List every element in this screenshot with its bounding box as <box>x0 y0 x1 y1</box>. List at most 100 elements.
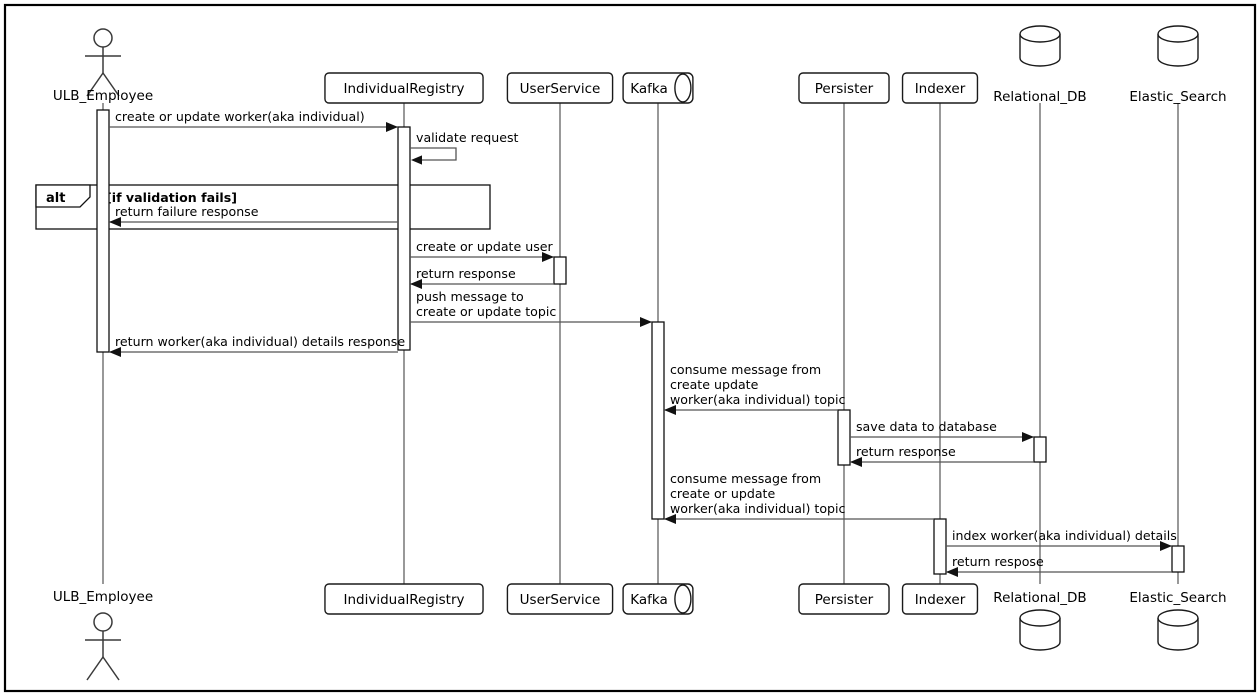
participant-userservice-head[interactable]: UserService <box>506 72 614 104</box>
message-label: worker(aka individual) topic <box>670 392 846 407</box>
alt-fragment: alt [if validation fails] <box>35 184 491 230</box>
alt-fragment-label: alt <box>46 191 65 206</box>
message-label: validate request <box>416 130 519 145</box>
actor-stick-figure-icon <box>85 612 121 681</box>
participant-reldb-head[interactable]: Relational_DB <box>993 25 1087 105</box>
activations-layer <box>96 109 1185 575</box>
participant-box[interactable] <box>506 72 614 104</box>
participant-ulb-head[interactable]: ULB_Employee <box>53 28 153 104</box>
diagram-frame-border <box>3 3 1257 693</box>
participant-box[interactable] <box>324 583 484 615</box>
participant-label: UserService <box>520 81 601 97</box>
alt-fragment-condition: [if validation fails] <box>106 190 237 205</box>
arrowhead-icon <box>109 347 121 357</box>
participant-kafka-foot[interactable]: Kafka <box>622 583 694 615</box>
message-2-registry-to-ulb: return failure response <box>109 204 398 227</box>
messages-layer: create or update worker(aka individual) v… <box>109 109 1177 577</box>
message-label: return response <box>856 444 956 459</box>
participant-label: IndividualRegistry <box>343 592 464 608</box>
participant-box[interactable] <box>324 72 484 104</box>
participant-indexer-head[interactable]: Indexer <box>901 72 979 104</box>
participant-box[interactable] <box>901 72 979 104</box>
message-label: return respose <box>952 554 1044 569</box>
participant-ulb-foot[interactable]: ULB_Employee <box>53 589 153 681</box>
participant-label: Elastic_Search <box>1129 89 1226 105</box>
alt-fragment-layer: alt [if validation fails] <box>35 184 491 230</box>
message-label: return response <box>416 266 516 281</box>
participant-registry-foot[interactable]: IndividualRegistry <box>324 583 484 615</box>
participant-label: ULB_Employee <box>53 589 153 605</box>
arrowhead-icon <box>542 252 554 262</box>
message-label: return worker(aka individual) details re… <box>115 334 405 349</box>
arrowhead-icon <box>664 514 676 524</box>
activation-bar-reldb <box>1033 436 1047 463</box>
message-label: save data to database <box>856 419 997 434</box>
participant-label: ULB_Employee <box>53 88 153 104</box>
arrowhead-icon <box>1022 432 1034 442</box>
participant-box[interactable] <box>901 583 979 615</box>
arrowhead-icon <box>850 457 862 467</box>
participant-reldb-foot[interactable]: Relational_DB <box>993 590 1087 651</box>
activation-bar-userservice <box>553 256 567 285</box>
message-6-registry-to-ulb: return worker(aka individual) details re… <box>109 334 405 357</box>
arrowhead-icon <box>1160 541 1172 551</box>
participant-registry-head[interactable]: IndividualRegistry <box>324 72 484 104</box>
participant-elastic-head[interactable]: Elastic_Search <box>1129 25 1227 105</box>
message-label: index worker(aka individual) details <box>952 528 1177 543</box>
participant-persister-head[interactable]: Persister <box>798 72 890 104</box>
database-cylinder-icon <box>1019 609 1061 651</box>
database-cylinder-icon <box>1157 25 1199 67</box>
participant-kafka-head[interactable]: Kafka <box>622 72 694 104</box>
message-label: worker(aka individual) topic <box>670 501 846 516</box>
actor-stick-figure-icon <box>85 28 121 97</box>
participant-label: IndividualRegistry <box>343 81 464 97</box>
participants-layer: ULB_EmployeeULB_EmployeeIndividualRegist… <box>53 25 1227 681</box>
arrowhead-icon <box>664 405 676 415</box>
activation-bar-indexer <box>933 518 947 575</box>
participant-label: Relational_DB <box>993 89 1086 105</box>
participant-box[interactable] <box>506 583 614 615</box>
message-9-reldb-to-persister: return response <box>850 444 1034 467</box>
participant-elastic-foot[interactable]: Elastic_Search <box>1129 590 1227 651</box>
activation-bar-kafka <box>651 321 665 520</box>
message-12-elastic-to-indexer: return respose <box>946 554 1172 577</box>
message-label: consume message from <box>670 471 821 486</box>
arrowhead-icon <box>411 155 422 165</box>
participant-label: Kafka <box>630 592 668 608</box>
participant-userservice-foot[interactable]: UserService <box>506 583 614 615</box>
self-message-line <box>410 147 457 161</box>
message-3-registry-to-userservice: create or update user <box>410 239 554 262</box>
message-label: consume message from <box>670 362 821 377</box>
activation-bar-persister <box>837 409 851 466</box>
database-cylinder-icon <box>1157 609 1199 651</box>
participant-label: Elastic_Search <box>1129 590 1226 606</box>
activation-bar-ulb <box>96 109 110 353</box>
queue-cylinder-icon <box>674 584 692 614</box>
arrowhead-icon <box>386 122 398 132</box>
arrowhead-icon <box>109 217 121 227</box>
participant-indexer-foot[interactable]: Indexer <box>901 583 979 615</box>
database-cylinder-icon <box>1019 25 1061 67</box>
arrowhead-icon <box>946 567 958 577</box>
participant-persister-foot[interactable]: Persister <box>798 583 890 615</box>
activation-bar-elastic <box>1171 545 1185 573</box>
message-8-persister-to-reldb: save data to database <box>850 419 1034 442</box>
participant-label: UserService <box>520 592 601 608</box>
message-0-ulb-to-registry: create or update worker(aka individual) <box>109 109 398 132</box>
arrowhead-icon <box>410 279 422 289</box>
arrowhead-icon <box>640 317 652 327</box>
message-label: create update <box>670 377 759 392</box>
participant-box[interactable] <box>798 583 890 615</box>
message-label: return failure response <box>115 204 259 219</box>
participant-box[interactable] <box>798 72 890 104</box>
message-4-userservice-to-registry: return response <box>410 266 554 289</box>
message-label: create or update worker(aka individual) <box>115 109 365 124</box>
message-label: create or update user <box>416 239 554 254</box>
queue-cylinder-icon <box>674 73 692 103</box>
message-label: create or update <box>670 486 775 501</box>
message-label: push message to <box>416 289 524 304</box>
